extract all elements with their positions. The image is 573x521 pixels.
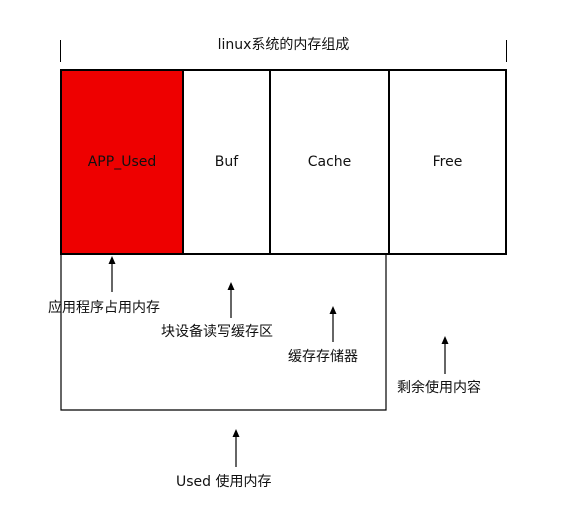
arrow-up-icon (329, 306, 337, 342)
segment-cache: Cache (269, 71, 388, 253)
segment-free-label: Free (432, 154, 463, 170)
label-free: 剩余使用内容 (397, 380, 481, 396)
label-cache: 缓存存储器 (288, 349, 358, 365)
label-app-used: 应用程序占用内存 (48, 300, 160, 316)
memory-bar: APP_Used Buf Cache Free (60, 69, 507, 255)
segment-app-used-label: APP_Used (87, 154, 157, 170)
arrow-up-icon (232, 429, 240, 467)
arrow-up-icon (227, 282, 235, 318)
segment-free: Free (388, 71, 505, 253)
arrow-up-icon (441, 336, 449, 374)
segment-app-used: APP_Used (62, 71, 182, 253)
title-bracket (60, 40, 507, 62)
label-buf: 块设备读写缓存区 (161, 324, 273, 340)
arrow-up-icon (108, 256, 116, 292)
segment-buf: Buf (182, 71, 269, 253)
segment-buf-label: Buf (214, 154, 239, 170)
diagram-title: linux系统的内存组成 (217, 37, 350, 53)
label-used: Used 使用内存 (176, 474, 272, 490)
segment-cache-label: Cache (307, 154, 352, 170)
